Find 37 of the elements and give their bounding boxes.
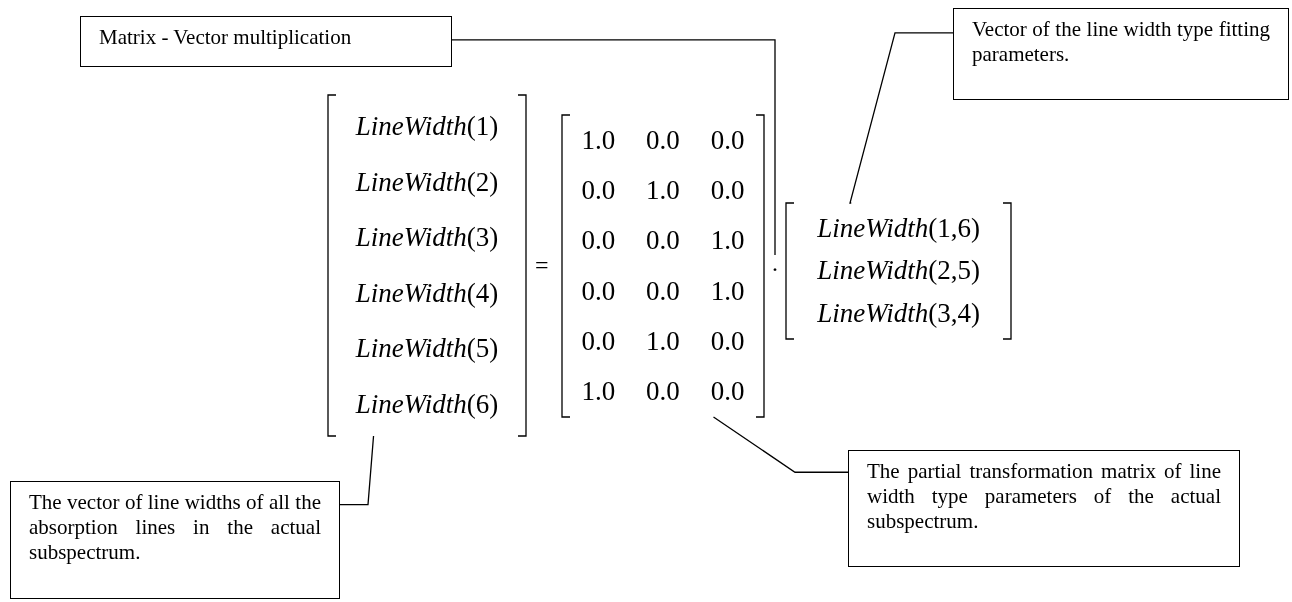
column-vector-entry: LineWidth(2,5) (817, 255, 980, 287)
leader-line (339, 435, 375, 506)
matrix-entry: 1.0 (581, 376, 616, 408)
column-vector-entry: LineWidth(5) (355, 333, 499, 365)
column-vector-entry: LineWidth(2) (355, 166, 499, 198)
matrix-entry: 0.0 (646, 376, 680, 408)
callout-box: Vector of the line width type fitting parameters. (953, 8, 1289, 100)
equals-sign: = (535, 252, 549, 279)
matrix-entry: 0.0 (581, 326, 616, 357)
matrix-entry: 0.0 (581, 225, 616, 257)
matrix-entry: 0.0 (710, 376, 745, 408)
leader-line (451, 39, 776, 256)
matrix-entry: 0.0 (710, 124, 745, 156)
matrix-entry: 0.0 (646, 124, 680, 156)
callout-box: The vector of line widths of all the absorption lines in the actual subspectrum. (10, 481, 340, 599)
column-vector-entry: LineWidth(1,6) (817, 212, 980, 244)
matrix-entry: 0.0 (646, 225, 680, 257)
column-vector-entry: LineWidth(1) (355, 111, 499, 143)
matrix-entry: 1.0 (710, 225, 745, 257)
leader-line (849, 32, 954, 204)
column-vector-entry: LineWidth(3) (355, 222, 499, 254)
matrix-entry: 1.0 (710, 275, 745, 307)
matrix-entry: 0.0 (581, 275, 616, 307)
column-vector-entry: LineWidth(4) (355, 277, 499, 309)
matrix-entry: 1.0 (646, 175, 680, 206)
column-vector-entry: LineWidth(6) (355, 388, 499, 420)
callout-box: Matrix - Vector multiplication (80, 16, 452, 67)
column-vector-entry: LineWidth(3,4) (817, 298, 980, 330)
matrix-entry: 0.0 (710, 326, 745, 357)
matrix-entry: 1.0 (581, 124, 616, 156)
matrix-entry: 1.0 (646, 326, 680, 357)
multiplication-dot: · (768, 255, 782, 283)
callout-box: The partial transformation matrix of line width type parameters of the actual subspectrum. (848, 450, 1240, 567)
matrix-entry: 0.0 (581, 175, 616, 206)
matrix-entry: 0.0 (710, 175, 745, 206)
matrix-entry: 0.0 (646, 275, 680, 307)
leader-line (712, 416, 849, 473)
